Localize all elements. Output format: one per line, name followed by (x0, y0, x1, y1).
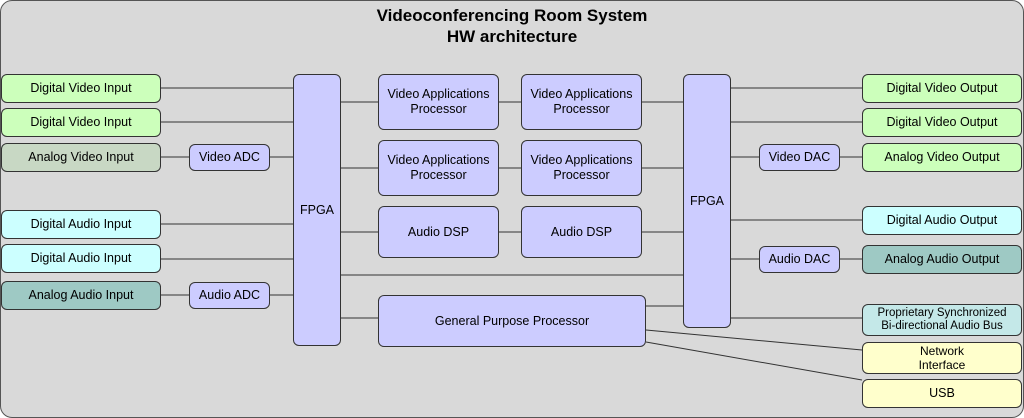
sync-audio-bus: Proprietary Synchronized Bi-directional … (862, 304, 1022, 336)
usb-port: USB (862, 379, 1022, 408)
diagram-title: Videoconferencing Room System (376, 6, 648, 25)
audio-dsp-1: Audio DSP (378, 206, 499, 258)
audio-adc: Audio ADC (189, 282, 270, 309)
digital-video-output-1: Digital Video Output (862, 74, 1022, 103)
digital-audio-output-label: Digital Audio Output (886, 213, 998, 227)
analog-video-input: Analog Video Input (1, 143, 161, 172)
audio-adc-label: Audio ADC (198, 288, 261, 302)
analog-video-output: Analog Video Output (862, 143, 1022, 172)
fpga-left-label: FPGA (299, 202, 335, 217)
network-interface: Network Interface (862, 342, 1022, 374)
fpga-left: FPGA (293, 74, 341, 346)
digital-video-output-2: Digital Video Output (862, 108, 1022, 137)
digital-video-input-1: Digital Video Input (1, 74, 161, 103)
video-applications-processor-4-label: Video Applications Processor (530, 153, 633, 182)
usb-port-label: USB (929, 386, 955, 400)
diagram-subtitle: HW architecture (446, 27, 578, 46)
video-adc-label: Video ADC (199, 150, 260, 164)
analog-audio-output: Analog Audio Output (862, 245, 1022, 274)
digital-audio-input-2-label: Digital Audio Input (30, 251, 132, 265)
digital-audio-input-2: Digital Audio Input (1, 244, 161, 273)
video-applications-processor-2-label: Video Applications Processor (530, 87, 633, 116)
audio-dsp-2: Audio DSP (521, 206, 642, 258)
video-dac: Video DAC (759, 144, 840, 171)
digital-video-input-2: Digital Video Input (1, 108, 161, 137)
digital-audio-input-1: Digital Audio Input (1, 210, 161, 239)
digital-video-input-2-label: Digital Video Input (30, 115, 132, 129)
video-dac-label: Video DAC (768, 150, 831, 164)
digital-video-output-2-label: Digital Video Output (886, 115, 998, 129)
audio-dac: Audio DAC (759, 246, 840, 273)
video-applications-processor-3-label: Video Applications Processor (387, 153, 490, 182)
analog-audio-input: Analog Audio Input (1, 281, 161, 310)
analog-video-input-label: Analog Video Input (28, 150, 134, 164)
digital-video-output-1-label: Digital Video Output (886, 81, 998, 95)
sync-audio-bus-label: Proprietary Synchronized Bi-directional … (877, 307, 1007, 332)
video-applications-processor-1: Video Applications Processor (378, 74, 499, 130)
fpga-right-label: FPGA (689, 193, 725, 208)
digital-audio-output: Digital Audio Output (862, 206, 1022, 235)
general-purpose-processor: General Purpose Processor (378, 295, 646, 347)
video-applications-processor-4: Video Applications Processor (521, 140, 642, 196)
audio-dsp-1-label: Audio DSP (407, 224, 470, 239)
video-adc: Video ADC (189, 144, 270, 171)
digital-video-input-1-label: Digital Video Input (30, 81, 132, 95)
analog-video-output-label: Analog Video Output (884, 150, 1000, 164)
network-interface-label: Network Interface (918, 344, 966, 372)
analog-audio-input-label: Analog Audio Input (28, 288, 134, 302)
audio-dac-label: Audio DAC (768, 252, 831, 266)
video-applications-processor-1-label: Video Applications Processor (387, 87, 490, 116)
digital-audio-input-1-label: Digital Audio Input (30, 217, 132, 231)
general-purpose-processor-label: General Purpose Processor (434, 313, 590, 328)
audio-dsp-2-label: Audio DSP (550, 224, 613, 239)
analog-audio-output-label: Analog Audio Output (884, 252, 1000, 266)
fpga-right: FPGA (683, 74, 731, 328)
video-applications-processor-2: Video Applications Processor (521, 74, 642, 130)
video-applications-processor-3: Video Applications Processor (378, 140, 499, 196)
